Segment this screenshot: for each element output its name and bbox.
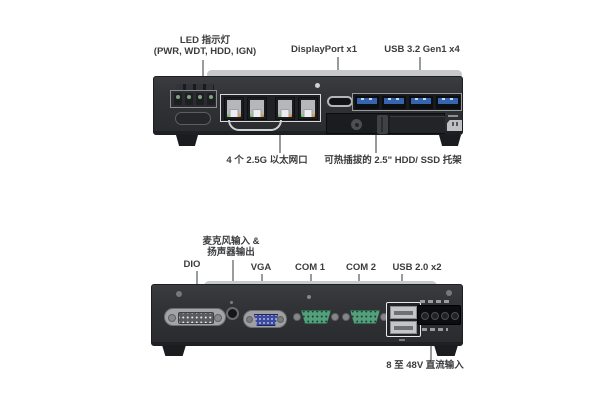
label-led-detail: (PWR, WDT, HDD, IGN)	[153, 46, 257, 57]
led-indicator-block	[170, 90, 217, 108]
usb3-port-2	[382, 96, 406, 109]
label-usb2: USB 2.0 x2	[392, 262, 442, 273]
antenna-slot	[175, 112, 211, 125]
usb2-marking	[399, 339, 405, 341]
displayport-port	[327, 96, 353, 107]
rear-top-cover-band	[207, 70, 462, 79]
tray-pull-handle	[228, 120, 282, 131]
hdd-lock-icon	[351, 119, 362, 130]
dc-marking-top	[420, 300, 450, 303]
led-hdd-icon	[196, 93, 204, 105]
leader-ethernet	[279, 129, 281, 153]
usb3-port-3	[409, 96, 433, 109]
screw-icon	[307, 295, 311, 299]
sd-slot-icon	[447, 120, 462, 131]
audio-jack-port	[226, 307, 239, 320]
label-ethernet: 4 个 2.5G 以太网口	[226, 155, 308, 166]
rear-foot-right	[439, 135, 461, 146]
usb2-port-2	[390, 321, 417, 334]
label-usb3: USB 3.2 Gen1 x4	[384, 44, 460, 55]
dc-marking-bottom	[422, 328, 448, 331]
led-pwr-icon	[174, 93, 182, 105]
leader-hdd-tray	[375, 134, 377, 153]
hdd-tray-face	[390, 116, 445, 133]
label-com1: COM 1	[294, 262, 326, 273]
ethernet-port-3	[275, 97, 295, 120]
label-dc-input: 8 至 48V 直流输入	[386, 360, 464, 371]
front-foot-right	[434, 345, 458, 356]
label-audio-line2: 扬声器输出	[207, 247, 255, 258]
ethernet-port-4	[298, 97, 318, 120]
ethernet-port-2	[247, 97, 267, 120]
front-foot-left	[162, 345, 186, 356]
label-hdd-tray: 可热插拔的 2.5" HDD/ SSD 托架	[324, 155, 462, 166]
screw-icon	[446, 290, 452, 296]
dc-terminal-block	[417, 305, 461, 325]
usb2-port-1	[390, 306, 417, 319]
dio-port	[164, 308, 226, 326]
usb3-port-1	[355, 96, 379, 109]
hdd-tray	[326, 113, 445, 134]
hdd-tray-handle	[377, 115, 388, 134]
led-wdt-icon	[185, 93, 193, 105]
label-vga: VGA	[250, 262, 272, 273]
label-led: LED 指示灯	[179, 35, 231, 46]
usb3-group-outline	[352, 93, 462, 111]
led-ign-icon	[207, 93, 215, 105]
led-terminal-top	[176, 84, 214, 91]
label-com2: COM 2	[345, 262, 377, 273]
screw-icon	[315, 83, 320, 88]
usb3-port-4	[436, 96, 460, 109]
ethernet-port-1	[224, 97, 244, 120]
rear-foot-left	[176, 135, 198, 146]
label-dio: DIO	[183, 259, 201, 270]
screw-icon	[176, 291, 182, 297]
label-audio-line1: 麦克风输入 &	[202, 236, 260, 247]
sd-marking	[448, 115, 458, 117]
label-displayport: DisplayPort x1	[291, 44, 357, 55]
audio-mark	[230, 301, 233, 304]
vga-port	[243, 310, 287, 328]
